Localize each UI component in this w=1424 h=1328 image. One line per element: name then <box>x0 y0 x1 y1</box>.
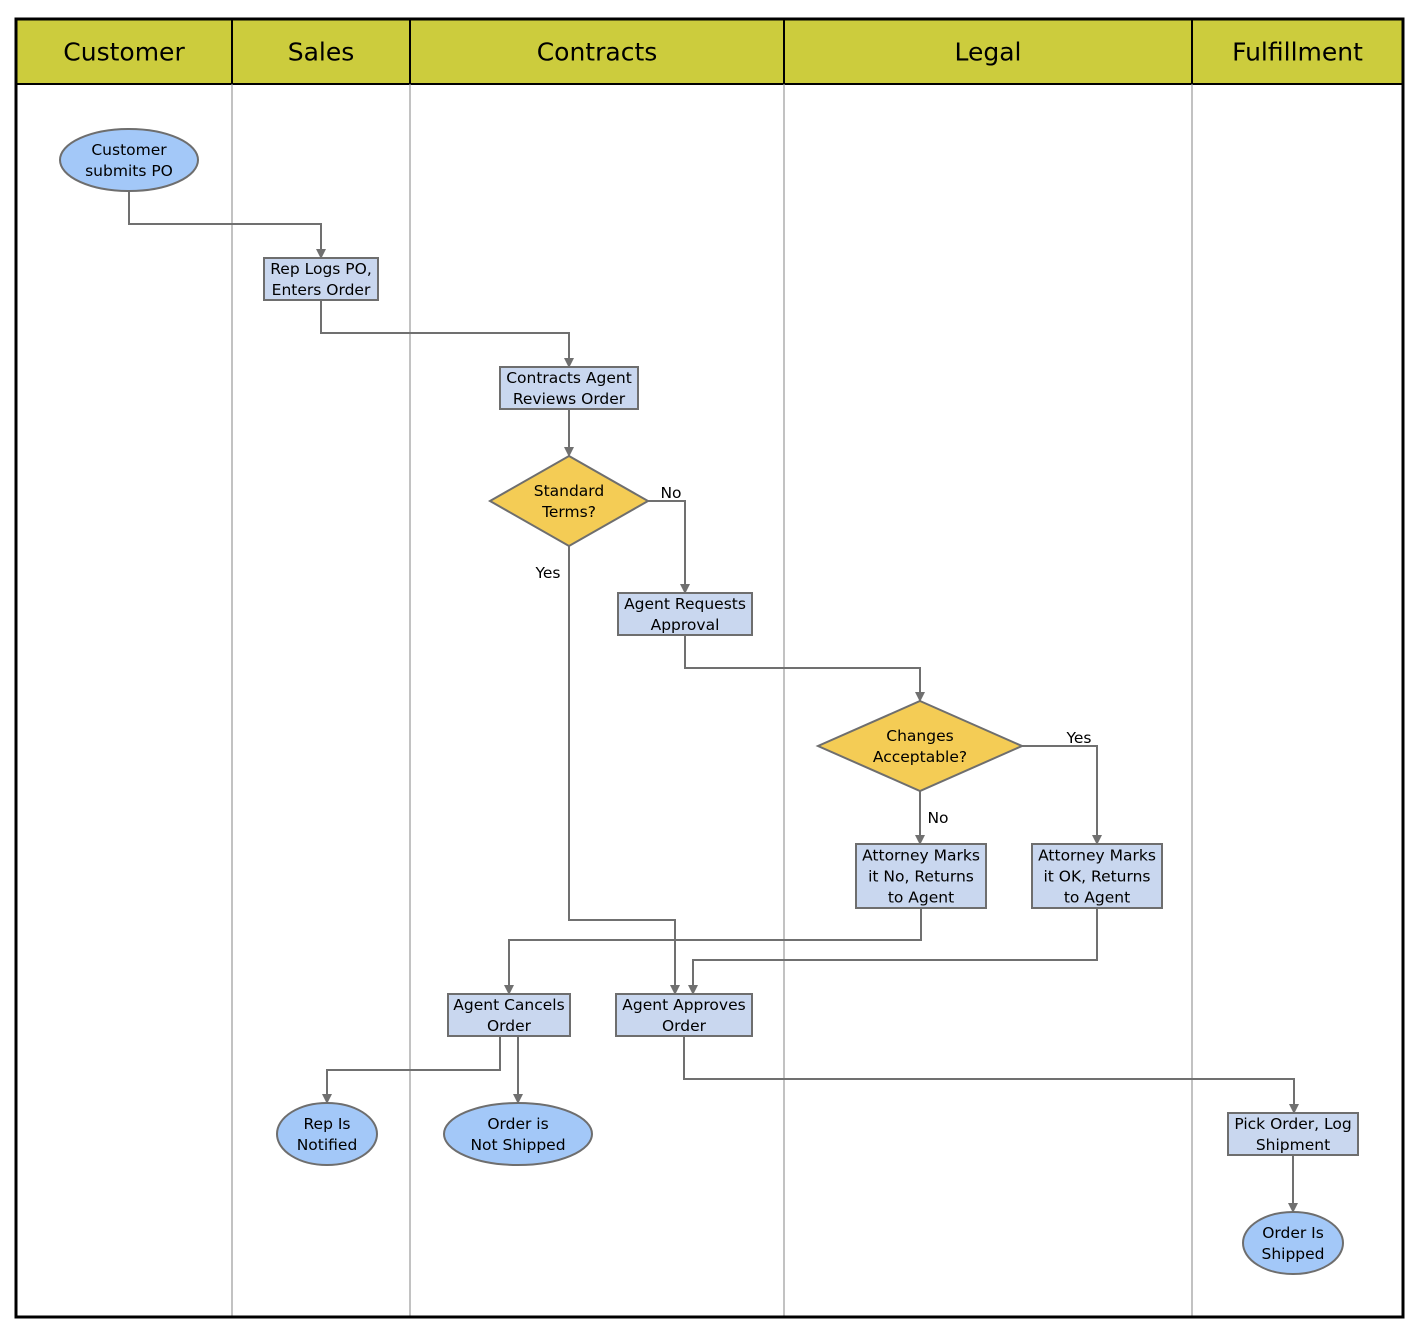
connector-changes-acceptable-to-attorney-marks-ok <box>1022 745 1102 845</box>
node-label-line: Rep Logs PO, <box>270 260 372 278</box>
node-label-line: Agent Approves <box>622 996 745 1014</box>
node-order-not-shipped: Order is Not Shipped <box>443 1102 593 1166</box>
lane-title-contracts: Contracts <box>537 38 658 67</box>
node-label-line: Order <box>487 1017 532 1035</box>
lane-contracts: Contracts <box>409 18 785 1317</box>
connector-standard-terms-to-agent-approves-order <box>568 546 680 995</box>
node-label-line: Reviews Order <box>513 390 626 408</box>
lane-title-sales: Sales <box>288 38 355 67</box>
node-label-line: to Agent <box>888 889 954 907</box>
edge-label-yes: Yes <box>534 564 560 582</box>
node-label-line: Enters Order <box>272 281 371 299</box>
lane-title-fulfillment: Fulfillment <box>1232 38 1363 67</box>
node-label-line: Terms? <box>541 503 596 521</box>
node-label-line: Shipped <box>1261 1245 1324 1263</box>
node-label-line: Order is <box>487 1115 548 1133</box>
process-box <box>1031 843 1163 909</box>
swimlanes: Customer Sales Contracts Legal Fulfillment <box>15 18 1404 1317</box>
connector-agent-approves-order-to-pick-order-log-shipment <box>683 1036 1299 1114</box>
lane-header-fulfillment <box>1191 18 1404 85</box>
process-box <box>263 257 379 301</box>
connector-agent-requests-approval-to-changes-acceptable <box>684 635 925 702</box>
lane-title-legal: Legal <box>954 38 1021 67</box>
connector-standard-terms-to-agent-requests-approval <box>648 500 690 594</box>
node-label-line: Contracts Agent <box>506 369 632 387</box>
edge-label-no: No <box>927 809 948 827</box>
connectors <box>128 191 1299 1213</box>
node-rep-is-notified: Rep Is Notified <box>276 1102 378 1166</box>
node-label-line: Agent Requests <box>624 595 746 613</box>
node-label-line: Agent Cancels <box>453 996 564 1014</box>
process-box <box>855 843 987 909</box>
process-box <box>615 993 753 1037</box>
node-label-line: to Agent <box>1064 889 1130 907</box>
flow-nodes: Customer submits PO Rep Logs PO, Enters Ord… <box>59 128 1359 1275</box>
connector-customer-submits-po-to-rep-logs-po <box>128 191 326 259</box>
diagram-frame <box>14 17 1405 1319</box>
process-box <box>617 592 753 636</box>
node-rep-logs-po: Rep Logs PO, Enters Order <box>263 257 379 301</box>
process-box <box>447 993 571 1037</box>
node-label-line: Notified <box>297 1136 358 1154</box>
process-box <box>499 366 639 410</box>
terminal-oval <box>59 128 199 192</box>
node-label-line: it OK, Returns <box>1043 868 1150 886</box>
lane-fulfillment: Fulfillment <box>1191 18 1404 1317</box>
lane-header-customer <box>15 18 233 85</box>
node-label-line: Attorney Marks <box>1038 847 1156 865</box>
node-label-line: Order <box>662 1017 707 1035</box>
node-label-line: Rep Is <box>303 1115 350 1133</box>
node-label-line: Changes <box>886 727 953 745</box>
terminal-oval <box>443 1102 593 1166</box>
node-label-line: it No, Returns <box>868 868 974 886</box>
connector-attorney-marks-ok-to-agent-approves-order <box>688 908 1098 995</box>
decision-diamond <box>815 699 1025 793</box>
lane-title-customer: Customer <box>63 38 185 67</box>
node-label-line: Standard <box>534 482 605 500</box>
decision-diamond <box>487 454 651 548</box>
node-attorney-marks-no: Attorney Marks it No, Returns to Agent <box>855 843 987 909</box>
lane-legal: Legal <box>783 18 1193 1317</box>
node-customer-submits-po: Customer submits PO <box>59 128 199 192</box>
connector-rep-logs-po-to-contracts-agent-reviews <box>320 300 574 368</box>
process-box <box>1227 1112 1359 1156</box>
node-label-line: submits PO <box>85 162 173 180</box>
node-label-line: Customer <box>91 141 167 159</box>
lane-customer: Customer <box>15 18 233 85</box>
node-label-line: Approval <box>651 616 720 634</box>
terminal-oval <box>276 1102 378 1166</box>
connector-attorney-marks-no-to-agent-cancels-order <box>504 908 922 995</box>
lane-header-legal <box>783 18 1193 85</box>
node-order-is-shipped: Order Is Shipped <box>1242 1211 1344 1275</box>
node-label-line: Attorney Marks <box>862 847 980 865</box>
node-label-line: Order Is <box>1262 1224 1324 1242</box>
node-label-line: Acceptable? <box>873 748 967 766</box>
edge-label-yes: Yes <box>1065 729 1091 747</box>
lane-header-contracts <box>409 18 785 85</box>
node-label-line: Not Shipped <box>470 1136 565 1154</box>
edge-label-no: No <box>660 484 681 502</box>
node-label-line: Shipment <box>1256 1136 1330 1154</box>
node-attorney-marks-ok: Attorney Marks it OK, Returns to Agent <box>1031 843 1163 909</box>
connector-agent-cancels-order-to-rep-is-notified <box>322 1036 501 1104</box>
node-label-line: Pick Order, Log <box>1234 1115 1351 1133</box>
terminal-oval <box>1242 1211 1344 1275</box>
